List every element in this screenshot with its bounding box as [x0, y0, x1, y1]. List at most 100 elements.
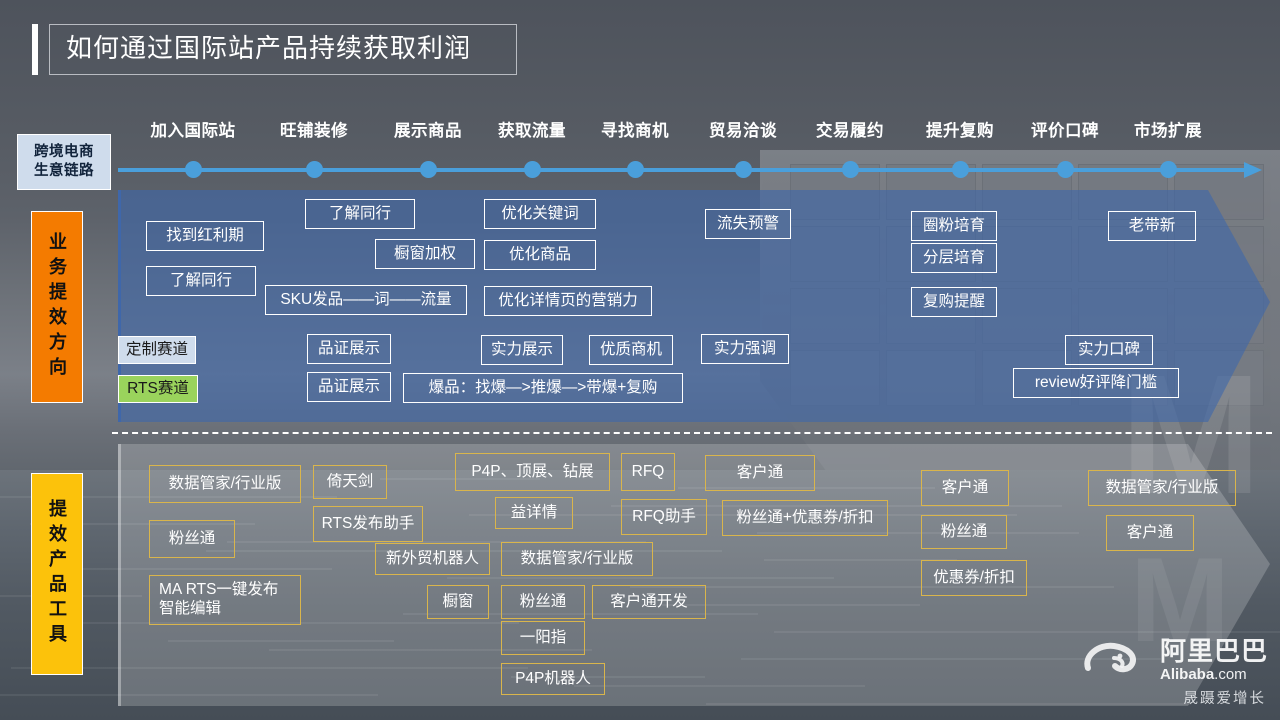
tool-box: MA RTS一键发布 智能编辑 [149, 575, 301, 625]
business-box: 实力展示 [481, 335, 563, 365]
section-divider [112, 432, 1272, 434]
tool-box: 一阳指 [501, 621, 585, 655]
tool-box: 橱窗 [427, 585, 489, 619]
tagline-text: 晟蹑爱增长 [1183, 691, 1266, 707]
wave-line [168, 640, 394, 642]
timeline-dot-icon [842, 161, 859, 178]
business-box: RTS赛道 [118, 375, 198, 403]
logo-chinese-text: 阿里巴巴 [1159, 636, 1268, 666]
row-tag-tools: 提效产品工具 [31, 473, 83, 675]
title-box: 如何通过国际站产品持续获取利润 [49, 24, 517, 76]
wave-line [380, 478, 540, 480]
timeline-dot-icon [524, 161, 541, 178]
wave-line [662, 604, 920, 606]
wave-line [574, 685, 865, 687]
logo-english-text: Alibaba.com [1159, 666, 1247, 683]
tool-box: 倚天剑 [313, 465, 387, 499]
wave-line [67, 622, 519, 624]
business-box: 实力强调 [701, 334, 789, 364]
timeline-dot-icon [952, 161, 969, 178]
business-box: 定制赛道 [118, 336, 196, 364]
tool-box: 客户通 [705, 455, 815, 491]
wave-line [764, 559, 957, 561]
tool-box: 数据管家/行业版 [501, 542, 653, 576]
business-box: 优质商机 [589, 335, 673, 365]
timeline-stage-label: 市场扩展 [1134, 122, 1202, 140]
page-title: 如何通过国际站产品持续获取利润 [32, 24, 517, 76]
wave-line [206, 550, 722, 552]
title-text: 如何通过国际站产品持续获取利润 [66, 33, 472, 63]
wave-line [678, 487, 935, 489]
wave-line [511, 676, 705, 678]
tool-box: 客户通 [921, 470, 1009, 506]
timeline-stage-label: 评价口碑 [1031, 122, 1099, 140]
wave-line [0, 694, 378, 696]
tool-box: RTS发布助手 [313, 506, 423, 542]
wave-line [757, 532, 1079, 534]
watermark-letter-secondary: M [1130, 533, 1230, 667]
tool-box: RFQ助手 [621, 499, 707, 535]
tool-box: 数据管家/行业版 [149, 465, 301, 503]
business-box: 爆品：找爆—>推爆—>带爆+复购 [403, 373, 683, 403]
water-image [0, 470, 1280, 720]
timeline-stage-label: 交易履约 [816, 122, 884, 140]
business-box: 了解同行 [305, 199, 415, 229]
tool-box: P4P、顶展、钻展 [455, 453, 610, 491]
chain-badge-line1: 跨境电商 [34, 144, 94, 161]
tool-box: 粉丝通 [149, 520, 235, 558]
timeline-stage-label: 提升复购 [926, 122, 994, 140]
tool-box: 益详情 [495, 497, 573, 529]
business-box: 品证展示 [307, 334, 391, 364]
wave-line [774, 631, 1280, 633]
tool-box: 客户通 [1106, 515, 1194, 551]
business-box: SKU发品——词——流量 [265, 285, 467, 315]
timeline-stage-label: 展示商品 [394, 122, 462, 140]
wave-line [403, 613, 758, 615]
business-box: 复购提醒 [911, 287, 997, 317]
timeline-arrow-icon [1244, 162, 1262, 178]
wave-line [11, 667, 528, 669]
timeline-dot-icon [185, 161, 202, 178]
tools-panel [118, 444, 1270, 706]
business-box: 优化关键词 [484, 199, 596, 229]
tool-box: P4P机器人 [501, 663, 605, 695]
wave-line [269, 649, 592, 651]
timeline-stage-label: 寻找商机 [601, 122, 669, 140]
timeline-dot-icon [1057, 161, 1074, 178]
timeline-track [118, 168, 1246, 172]
timeline-dot-icon [735, 161, 752, 178]
wave-line [741, 658, 1161, 660]
wave-line [611, 505, 1062, 507]
wave-line [30, 523, 255, 525]
business-box: 老带新 [1108, 211, 1196, 241]
timeline-stage-label: 贸易洽谈 [709, 122, 777, 140]
business-box: 圈粉培育 [911, 211, 997, 241]
timeline-stage-label: 加入国际站 [150, 122, 236, 140]
timeline-dot-icon [1160, 161, 1177, 178]
timeline-dot-icon [420, 161, 437, 178]
wave-line [42, 568, 332, 570]
wave-line [447, 577, 834, 579]
business-box: 优化商品 [484, 240, 596, 270]
tool-box: 客户通开发 [592, 585, 706, 619]
wave-line [630, 586, 1114, 588]
business-box: 流失预警 [705, 209, 791, 239]
business-box: 品证展示 [307, 372, 391, 402]
tool-box: 粉丝通+优惠券/折扣 [722, 500, 888, 536]
business-box: 优化详情页的营销力 [484, 286, 652, 316]
business-box: 实力口碑 [1065, 335, 1153, 365]
alibaba-logo: 阿里巴巴 Alibaba.com [1080, 638, 1268, 682]
chain-badge: 跨境电商 生意链路 [17, 134, 111, 190]
tool-box: RFQ [621, 453, 675, 491]
tool-box: 优惠券/折扣 [921, 560, 1027, 596]
row-tag-business: 业务提效方向 [31, 211, 83, 403]
business-box: review好评降门槛 [1013, 368, 1179, 398]
title-accent-bar [32, 24, 38, 76]
timeline-dot-icon [306, 161, 323, 178]
tool-box: 粉丝通 [501, 585, 585, 619]
business-box: 找到红利期 [146, 221, 264, 251]
timeline-stage-label: 旺铺装修 [280, 122, 348, 140]
wave-line [227, 541, 646, 543]
alibaba-mark-icon [1080, 638, 1154, 682]
tool-box: 数据管家/行业版 [1088, 470, 1236, 506]
